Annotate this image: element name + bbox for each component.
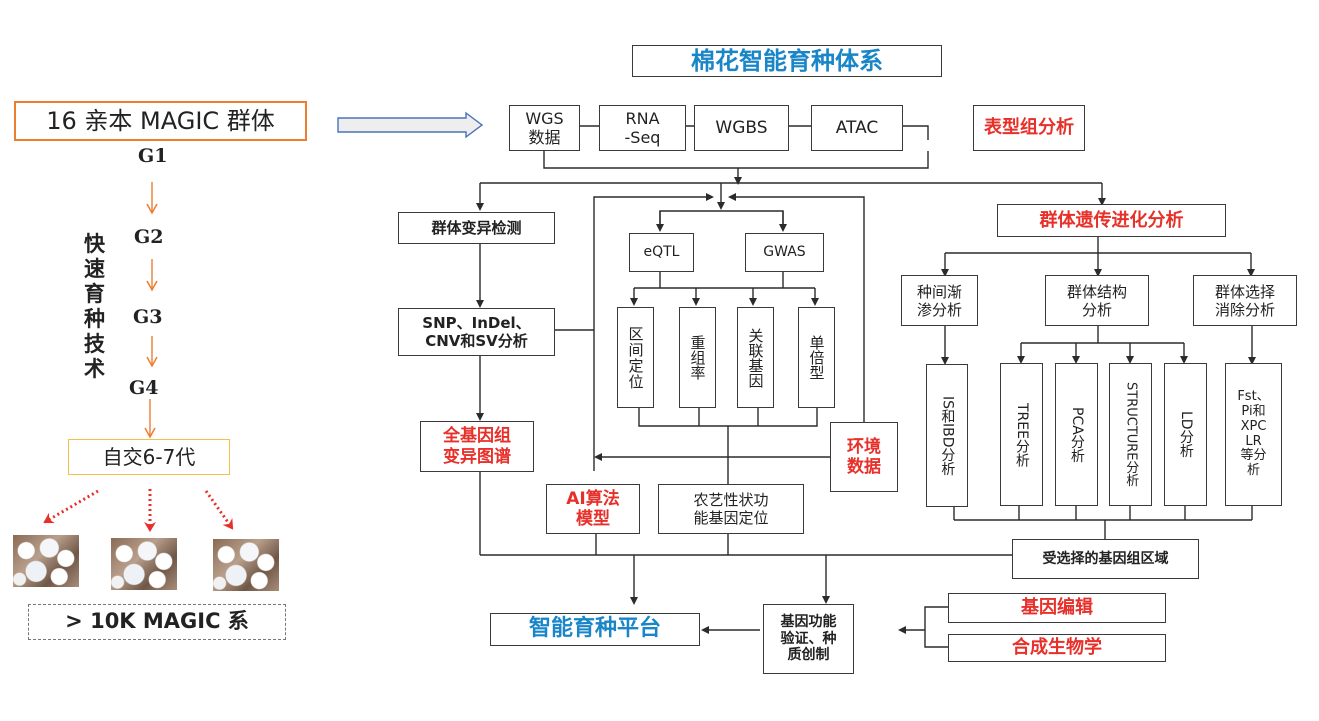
selfing-label: 自交6-7代 bbox=[102, 445, 196, 469]
data-source-phenomics: 表型组分析 bbox=[973, 105, 1085, 151]
method-tree: TREE分析 bbox=[1000, 363, 1043, 506]
generation-arrows bbox=[144, 182, 158, 439]
snp-analysis-box: SNP、InDel、 CNV和SV分析 bbox=[398, 308, 555, 356]
eqtl-box: eQTL bbox=[629, 233, 694, 272]
block-arrow-icon bbox=[337, 111, 484, 139]
data-source-rna-seq: RNA -Seq bbox=[599, 105, 686, 151]
system-title: 棉花智能育种体系 bbox=[691, 46, 883, 75]
method-is-ibd: IS和IBD分析 bbox=[926, 364, 968, 507]
generation-g1: G1 bbox=[138, 145, 168, 167]
method-associated-genes: 关联基因 bbox=[737, 307, 774, 408]
method-ld: LD分析 bbox=[1164, 363, 1207, 506]
generation-g4: G4 bbox=[129, 377, 159, 399]
ai-model-box: AI算法 模型 bbox=[546, 484, 640, 534]
introgression-box: 种间渐 渗分析 bbox=[901, 275, 978, 326]
method-interval-mapping: 区间定位 bbox=[617, 307, 654, 408]
cotton-image-3 bbox=[213, 539, 279, 591]
method-haplotype: 单倍型 bbox=[798, 307, 835, 408]
selected-regions-box: 受选择的基因组区域 bbox=[1012, 539, 1199, 579]
genome-variation-map-box: 全基因组 变异图谱 bbox=[420, 421, 534, 472]
data-source-wgbs: WGBS bbox=[694, 105, 789, 151]
breeding-platform-box: 智能育种平台 bbox=[490, 613, 700, 646]
magic-lines-box: > 10K MAGIC 系 bbox=[28, 604, 286, 640]
selfing-arrows bbox=[43, 489, 234, 532]
cotton-image-1 bbox=[13, 535, 79, 587]
data-source-atac: ATAC bbox=[811, 105, 903, 151]
evolution-analysis-box: 群体遗传进化分析 bbox=[997, 204, 1226, 237]
rapid-breeding-label: 快速育种技术 bbox=[84, 232, 105, 381]
method-structure: STRUCTURE分析 bbox=[1109, 363, 1152, 506]
generation-g3: G3 bbox=[133, 306, 163, 328]
magic-population-label: 16 亲本 MAGIC 群体 bbox=[46, 106, 275, 135]
selfing-box: 自交6-7代 bbox=[68, 439, 230, 475]
generation-g2: G2 bbox=[134, 226, 164, 248]
gwas-box: GWAS bbox=[745, 233, 824, 272]
cotton-image-2 bbox=[111, 538, 177, 590]
method-recombination-rate: 重组率 bbox=[679, 307, 716, 408]
selection-sweep-box: 群体选择 消除分析 bbox=[1193, 275, 1297, 326]
synthetic-biology-box: 合成生物学 bbox=[948, 634, 1166, 662]
system-title-box: 棉花智能育种体系 bbox=[632, 45, 942, 77]
method-pca: PCA分析 bbox=[1055, 363, 1098, 506]
environment-data-box: 环境 数据 bbox=[830, 422, 898, 492]
data-source-wgs: WGS 数据 bbox=[509, 105, 580, 151]
gene-editing-box: 基因编辑 bbox=[948, 593, 1166, 623]
variation-detection-box: 群体变异检测 bbox=[398, 212, 555, 244]
gene-validation-box: 基因功能 验证、种 质创制 bbox=[763, 604, 854, 674]
method-fst-pi-xpclr: Fst、 Pi和 XPC LR 等分 析 bbox=[1225, 363, 1282, 506]
population-structure-box: 群体结构 分析 bbox=[1045, 275, 1149, 326]
magic-lines-label: > 10K MAGIC 系 bbox=[65, 609, 249, 634]
trait-gene-mapping-box: 农艺性状功 能基因定位 bbox=[658, 484, 804, 534]
magic-population-box: 16 亲本 MAGIC 群体 bbox=[14, 101, 307, 141]
